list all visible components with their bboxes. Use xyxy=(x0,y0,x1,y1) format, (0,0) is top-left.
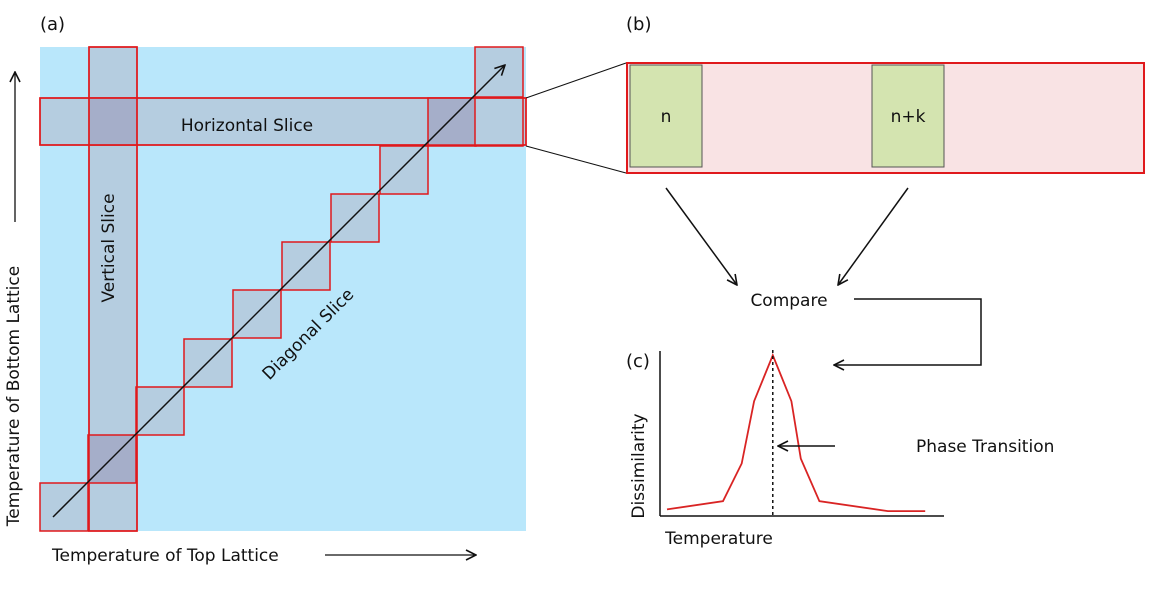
chart-x-label: Temperature xyxy=(664,529,773,549)
diagonal-square xyxy=(281,241,331,291)
diagonal-square xyxy=(379,145,429,195)
window-n-plus-k-label: n+k xyxy=(891,107,926,127)
chart-marks xyxy=(666,350,926,516)
zoom-connector-top xyxy=(525,62,627,99)
panel-a-label: (a) xyxy=(40,14,65,35)
phase-transition-label: Phase Transition xyxy=(916,437,1054,457)
diagonal-arrow xyxy=(52,65,505,518)
vertical-slice-outline xyxy=(88,46,138,532)
compare-to-chart-arrow xyxy=(834,298,982,365)
panel-a: (a) Horizontal Slice Vertical Slic xyxy=(4,14,527,566)
arrow-nk-to-compare xyxy=(838,187,909,285)
vertical-slice-label: Vertical Slice xyxy=(99,193,119,302)
horizontal-slice-label: Horizontal Slice xyxy=(181,116,313,136)
horizontal-slice-outline xyxy=(39,97,527,146)
arrow-n-to-compare xyxy=(665,187,737,285)
panel-c: (c) Dissimilarity Temperature Phase Tran… xyxy=(626,350,1054,549)
diagonal-square xyxy=(474,97,524,147)
window-n-plus-k xyxy=(871,64,945,168)
zoom-connector-bottom xyxy=(525,145,627,174)
dissimilarity-series-line xyxy=(666,352,926,513)
panel-b: (b) n n+k xyxy=(626,14,1145,174)
panel-b-label: (b) xyxy=(626,14,651,35)
compare-label: Compare xyxy=(750,291,827,311)
panel-c-label: (c) xyxy=(626,351,650,372)
slice-overlap-cell xyxy=(88,97,138,146)
x-axis-label: Temperature of Top Lattice xyxy=(51,546,279,566)
window-n xyxy=(629,64,703,168)
chart-y-label: Dissimilarity xyxy=(629,413,649,518)
y-axis-label: Temperature of Bottom Lattice xyxy=(4,266,24,527)
diagonal-square xyxy=(330,193,380,243)
diagonal-square xyxy=(427,97,477,147)
window-n-label: n xyxy=(661,107,672,127)
